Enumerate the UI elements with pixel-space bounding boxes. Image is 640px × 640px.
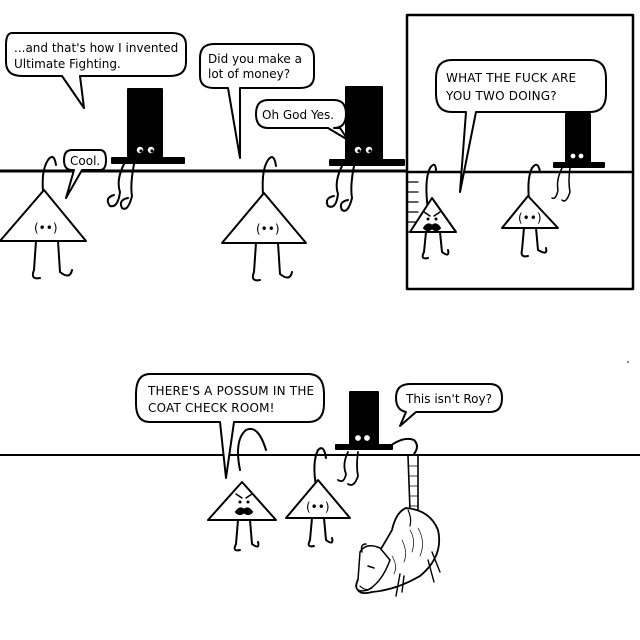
triangle-character-4: (••) (285, 447, 351, 548)
triangle-face: (••) (34, 221, 58, 235)
possum-hind-paw (427, 551, 441, 583)
hat-leg-left (106, 163, 125, 208)
possum-hip (407, 509, 412, 527)
bubble-yes-text: Oh God Yes. (262, 108, 334, 122)
top-hat-brim (335, 444, 393, 450)
hat-eye-right (577, 152, 585, 160)
possum-ear (360, 543, 367, 553)
possum-icon (355, 437, 441, 597)
possum-fur (391, 527, 423, 575)
hat-eye-right (362, 433, 372, 443)
top-hat-brim (329, 159, 405, 166)
speech-bubble-shout: WHAT THE FUCK ARE YOU TWO DOING? (435, 59, 607, 193)
triangle-right-leg (439, 231, 450, 256)
possum-mouth (359, 585, 373, 591)
angry-eyebrows (235, 493, 253, 499)
hat-leg-left (551, 167, 563, 200)
hat-leg-right (339, 165, 355, 212)
speech-bubble-invented: ...and that's how I invented Ultimate Fi… (5, 32, 187, 109)
bubble-roy-text: This isn't Roy? (405, 392, 492, 406)
triangle-face: (••) (518, 211, 542, 225)
speech-bubble-money: Did you make a lot of money? (199, 43, 315, 159)
triangle-hanging-arm (425, 163, 437, 211)
hat-leg-right (561, 167, 571, 202)
bubble-shout-line-1: WHAT THE FUCK ARE (446, 71, 576, 85)
possum-tail-rings (408, 465, 419, 507)
speech-bubble-yes: Oh God Yes. (255, 99, 349, 141)
possum-tail-hook (389, 437, 418, 455)
panel-1: ...and that's how I invented Ultimate Fi… (0, 32, 198, 280)
bubble-possum-line-1: THERE'S A POSSUM IN THE (147, 384, 314, 398)
possum-front-paw (395, 573, 405, 597)
top-hat-brim (111, 157, 185, 164)
triangle-body (207, 481, 277, 521)
stray-mark (627, 361, 629, 363)
hat-leg-left (325, 165, 343, 208)
triangle-body (409, 197, 457, 233)
top-hat-character-3 (551, 113, 605, 202)
bubble-invented-line-2: Ultimate Fighting. (14, 57, 121, 71)
hat-leg-right (119, 163, 135, 210)
triangle-hanging-arm (261, 156, 277, 205)
hat-eye-left (569, 152, 577, 160)
triangle-body (221, 192, 307, 244)
triangle-hanging-arm (41, 155, 57, 201)
hat-eye-left (353, 433, 363, 443)
triangle-left-leg (233, 519, 241, 552)
speech-bubble-possum: THERE'S A POSSUM IN THE COAT CHECK ROOM! (135, 373, 325, 479)
top-hat-character-4 (335, 391, 393, 486)
bubble-cool-text: Cool. (70, 154, 100, 168)
top-hat-crown (127, 88, 163, 160)
top-hat-brim (553, 162, 605, 168)
bubble-money-line-1: Did you make a (208, 52, 302, 66)
triangle-character-3: (••) (501, 163, 559, 258)
triangle-left-leg (251, 242, 261, 282)
triangle-right-leg (323, 517, 334, 544)
triangle-right-leg (57, 240, 73, 277)
triangle-right-leg (535, 227, 548, 254)
mustache-icon (423, 223, 441, 231)
triangle-body (285, 479, 351, 519)
top-hat-crown (345, 86, 383, 162)
bubble-money-line-2: lot of money? (208, 67, 290, 81)
panel-3: WHAT THE FUCK ARE YOU TWO DOING? (••) (405, 13, 635, 291)
angry-eyebrows (423, 211, 441, 217)
triangle-body (0, 189, 87, 242)
triangle-right-leg (277, 242, 293, 279)
hat-leg-left (337, 451, 349, 483)
triangle-hanging-arm (313, 447, 327, 487)
triangle-hanging-arm (237, 428, 267, 471)
triangle-face: (••) (306, 500, 330, 514)
top-hat-character-2 (325, 86, 405, 212)
triangle-face: (••) (256, 222, 280, 236)
triangle-character-2: (••) (221, 156, 307, 282)
panel-2: Did you make a lot of money? Oh God Yes.… (194, 43, 409, 282)
speech-bubble-cool: Cool. (63, 149, 107, 199)
hat-leg-right (347, 451, 359, 486)
triangle-body (501, 195, 559, 229)
bubble-invented-line-1: ...and that's how I invented (14, 41, 178, 55)
triangle-character-1: (••) (0, 155, 87, 280)
possum-tail (407, 455, 419, 511)
triangle-left-leg (421, 231, 429, 260)
triangle-right-leg (249, 519, 260, 548)
triangle-character-angry-2 (207, 428, 277, 552)
triangle-left-leg (307, 517, 315, 548)
top-hat-character-1 (106, 88, 185, 210)
panel-4: THERE'S A POSSUM IN THE COAT CHECK ROOM!… (0, 361, 640, 597)
bubble-possum-line-2: COAT CHECK ROOM! (148, 401, 275, 415)
speech-bubble-roy: This isn't Roy? (395, 383, 503, 427)
bubble-shout-line-2: YOU TWO DOING? (445, 89, 557, 103)
mustache-icon (235, 507, 253, 515)
triangle-character-angry (409, 163, 457, 260)
possum-eye (367, 565, 375, 569)
triangle-left-leg (31, 240, 41, 280)
triangle-left-leg (520, 227, 529, 258)
triangle-hanging-arm (527, 163, 541, 209)
